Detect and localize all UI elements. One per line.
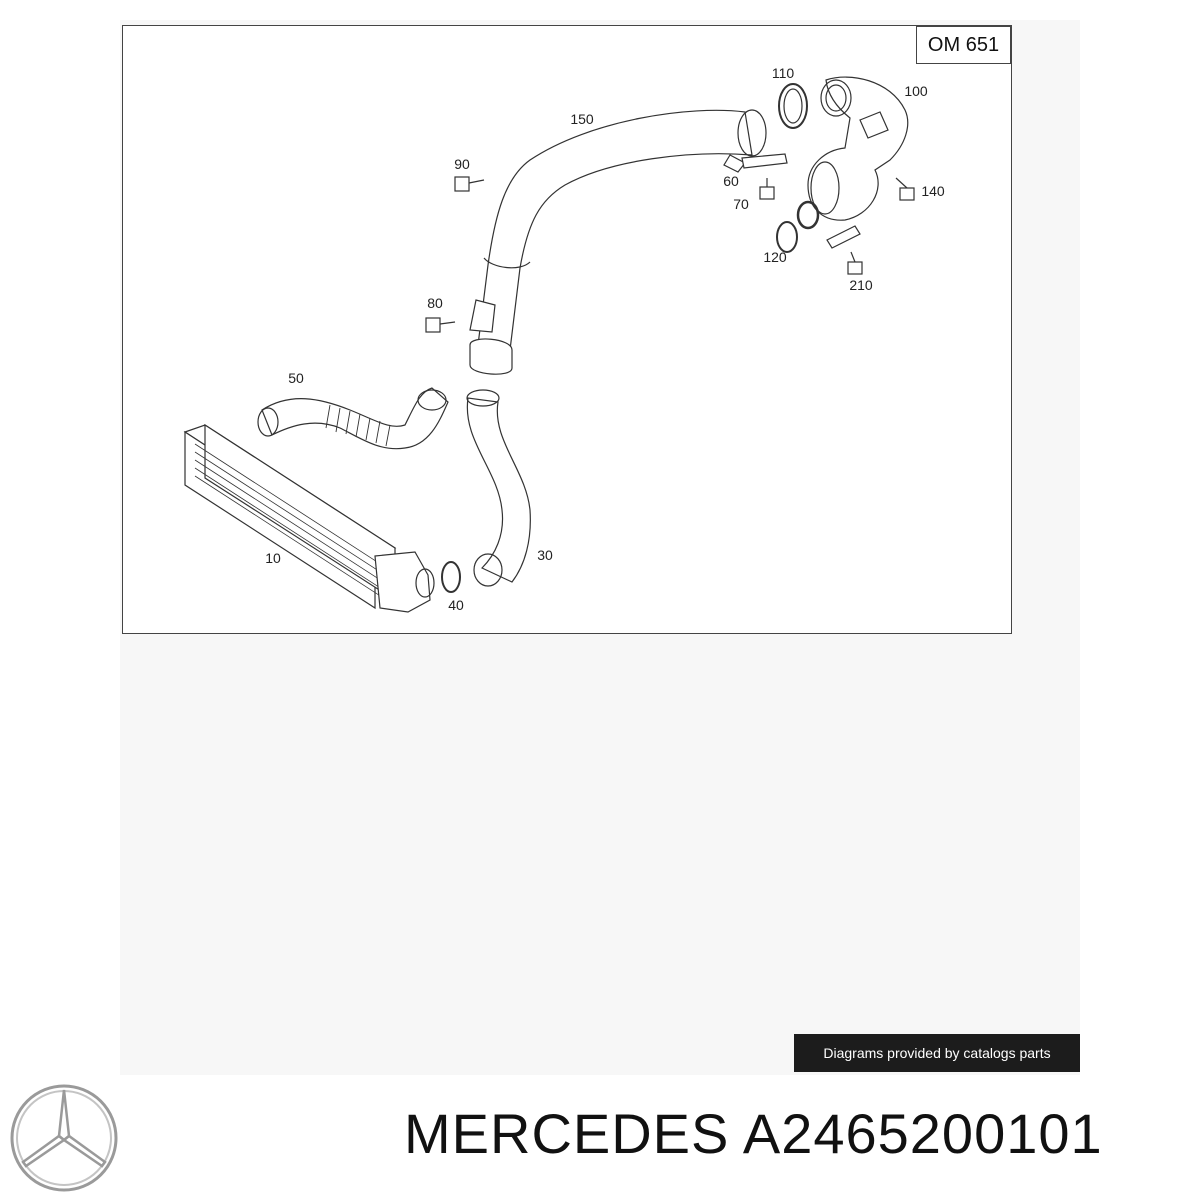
- hose-50: [257, 387, 449, 450]
- callout-60: 60: [723, 173, 739, 189]
- callout-30: 30: [537, 547, 553, 563]
- part-number: A2465200101: [742, 1102, 1103, 1165]
- bracket-lower: [826, 225, 861, 249]
- charge-pipe-150: [469, 109, 767, 375]
- bolt-90: [454, 176, 485, 192]
- callout-110: 110: [771, 65, 795, 81]
- callout-80: 80: [427, 295, 443, 311]
- o-ring-40: [441, 561, 461, 593]
- engine-code-label: OM 651: [916, 26, 1011, 64]
- bracket-60: [741, 153, 788, 169]
- callout-70: 70: [733, 196, 749, 212]
- hose-30: [466, 389, 531, 587]
- adapter-housing-100: [807, 76, 909, 221]
- o-ring-110-inner: [783, 88, 803, 124]
- callout-50: 50: [288, 370, 304, 386]
- callout-210: 210: [849, 277, 873, 293]
- clamp-ring: [796, 200, 820, 230]
- brand-name: MERCEDES: [404, 1102, 730, 1165]
- callout-100: 100: [904, 83, 928, 99]
- o-ring-120: [776, 221, 798, 253]
- callout-10: 10: [265, 550, 281, 566]
- callout-40: 40: [448, 597, 464, 613]
- diagram-credit-banner: Diagrams provided by catalogs parts: [794, 1034, 1080, 1072]
- bolt-70: [759, 178, 775, 200]
- callout-90: 90: [454, 156, 470, 172]
- mercedes-star-logo-icon: [10, 1084, 118, 1192]
- intercooler-10: [183, 423, 435, 613]
- callout-150: 150: [570, 111, 594, 127]
- product-title: MERCEDES A2465200101: [404, 1106, 1103, 1162]
- callout-140: 140: [921, 183, 945, 199]
- bolt-80: [425, 317, 456, 333]
- bolt-210: [847, 251, 863, 275]
- callout-120: 120: [763, 249, 787, 265]
- o-ring-110: [778, 83, 808, 129]
- bolt-140: [895, 177, 915, 201]
